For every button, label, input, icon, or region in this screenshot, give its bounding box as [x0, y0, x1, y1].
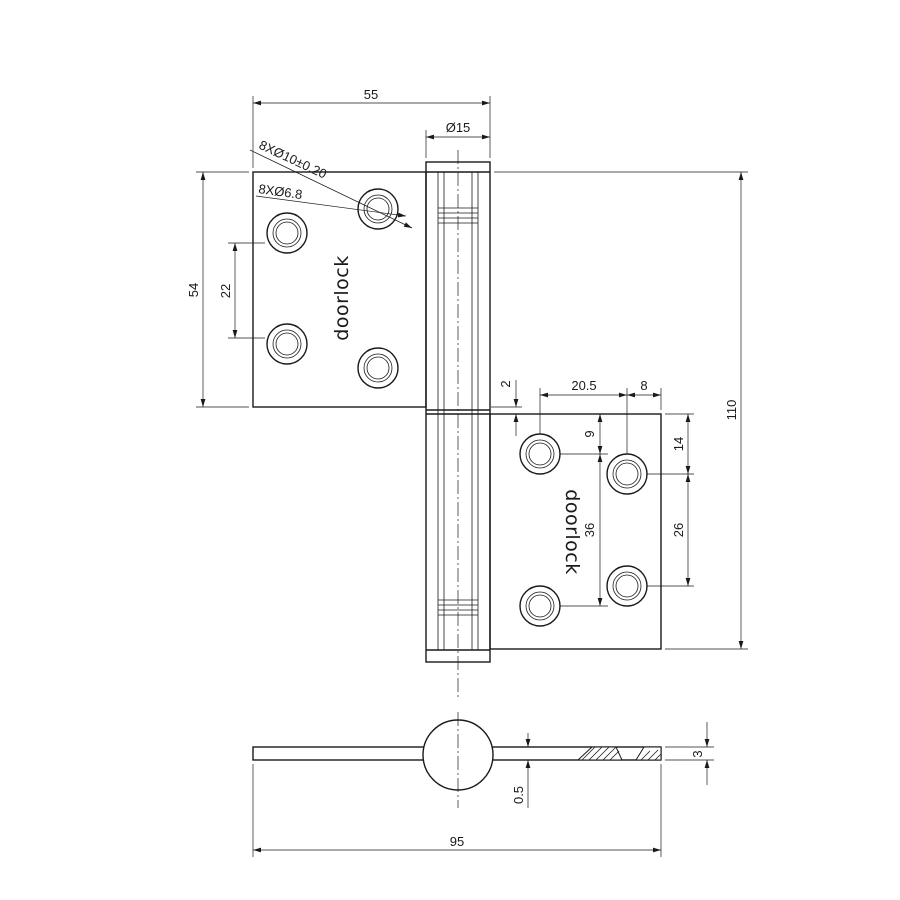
- dim-label-right-hole-top: 14: [671, 437, 686, 451]
- dim-label-lower-hole-pitch: 8: [640, 378, 647, 393]
- dim-label-plate-thickness: 3: [690, 750, 705, 757]
- dim-label-lower-hole-top: 9: [582, 430, 597, 437]
- dim-overall-width: 95: [252, 764, 662, 857]
- dim-plate-thickness: 3: [665, 722, 714, 785]
- dim-label-upper-hole-spacing: 22: [218, 284, 233, 298]
- dim-gap: 2: [491, 380, 522, 436]
- dim-pin-diameter: Ø15: [425, 120, 490, 158]
- dim-label-right-hole-spacing: 26: [671, 523, 686, 537]
- dim-lower-hole-pitch: 8: [627, 378, 662, 410]
- dim-label-overall-width: 95: [450, 834, 464, 849]
- hinge-knuckle: [425, 150, 491, 700]
- lower-leaf-brand-text: doorlock: [561, 489, 583, 574]
- upper-leaf-hole-bottom-left: [266, 323, 308, 365]
- lower-leaf: doorlock: [489, 413, 662, 650]
- lower-leaf-hole-bottom-left: [519, 585, 561, 627]
- dim-label-lower-hole-spacing: 36: [582, 523, 597, 537]
- lower-leaf-hole-top-right: [606, 453, 648, 495]
- dim-label-pin-diameter: Ø15: [446, 120, 471, 135]
- dim-upper-leaf-height: 54: [186, 171, 249, 408]
- upper-leaf-hole-top-right: [357, 188, 399, 230]
- dim-lower-hole-top: 9: [560, 414, 608, 455]
- upper-leaf-hole-top-left: [266, 212, 308, 254]
- note-hole: 8XØ6.8: [258, 181, 304, 202]
- dim-label-lower-hole-offset: 20.5: [571, 378, 596, 393]
- upper-leaf-brand-text: doorlock: [331, 255, 353, 340]
- note-countersink: 8XØ10±0.20: [257, 137, 329, 181]
- lower-leaf-plate: [489, 413, 662, 650]
- upper-leaf: doorlock: [252, 171, 427, 408]
- dim-top-leaf-width: 55: [252, 87, 491, 168]
- upper-leaf-hole-bottom-right: [357, 347, 399, 389]
- dim-pin-gap: 0.5: [493, 733, 534, 808]
- dim-right-hole-top: 14: [647, 413, 694, 475]
- section-view: [252, 712, 662, 808]
- dim-label-total-height: 110: [724, 400, 739, 421]
- dim-upper-hole-spacing: 22: [218, 242, 265, 339]
- dim-label-gap: 2: [498, 380, 513, 387]
- dim-lower-hole-offset: 20.5: [539, 378, 628, 454]
- dim-label-pin-gap: 0.5: [511, 786, 526, 804]
- lower-leaf-hole-top-left: [519, 433, 561, 475]
- lower-leaf-hole-bottom-right: [606, 565, 648, 607]
- dim-right-hole-spacing: 26: [647, 474, 694, 587]
- dim-lower-hole-spacing: 36: [560, 454, 608, 607]
- leader-hole-note: 8XØ6.8: [255, 181, 407, 218]
- dim-label-upper-leaf-height: 54: [186, 283, 201, 297]
- dim-label-top-leaf-width: 55: [364, 87, 378, 102]
- section-hatch: [576, 746, 662, 761]
- dim-total-height: 110: [494, 171, 748, 650]
